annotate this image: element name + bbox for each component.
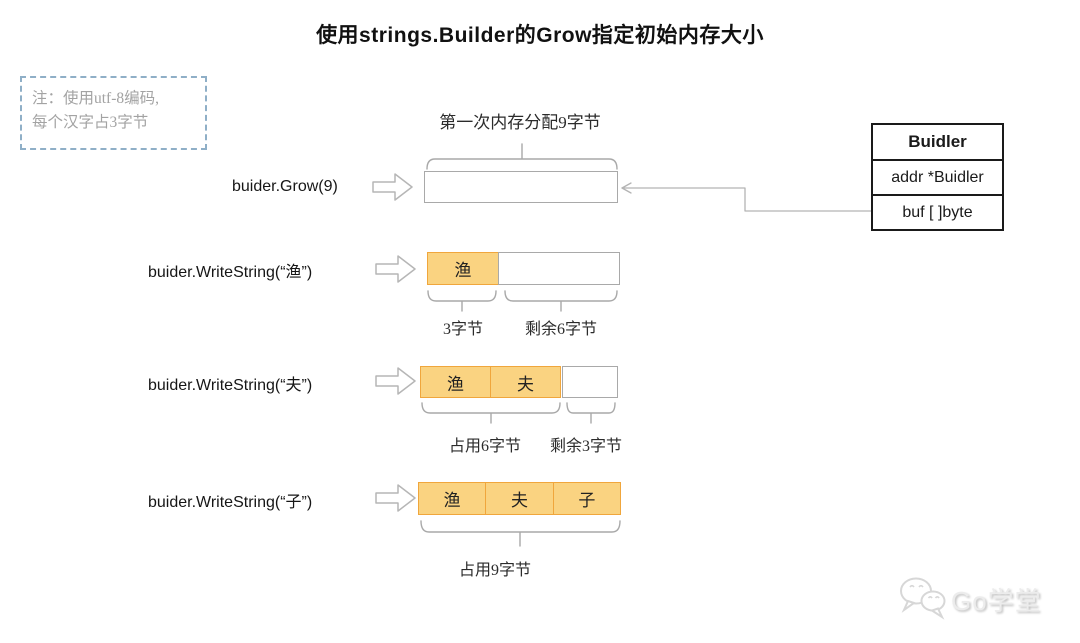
- byte-cell: 渔: [447, 374, 464, 394]
- struct-field-addr: addr *Buidler: [873, 159, 1002, 194]
- page-title: 使用strings.Builder的Grow指定初始内存大小: [316, 24, 764, 47]
- byte-cell: 渔: [443, 491, 461, 510]
- row3-free-cells: [562, 366, 618, 398]
- row4-used-cells: 渔 夫 子: [418, 482, 621, 515]
- row2-free-brace: [504, 290, 618, 312]
- note-box: 注：使用utf-8编码, 每个汉字占3字节: [20, 76, 207, 150]
- byte-cell: 夫: [490, 367, 560, 397]
- note-line-2: 每个汉字占3字节: [32, 114, 149, 132]
- watermark-label: Go学堂: [951, 586, 1042, 616]
- row1-code-label: buider.Grow(9): [232, 178, 338, 195]
- row3-code-label: buider.WriteString(“夫”): [148, 377, 313, 394]
- row1-empty-buffer: [424, 171, 618, 203]
- right-arrow-icon: [375, 367, 416, 395]
- row2-used-brace: [427, 290, 497, 312]
- row4-used-caption: 占用9字节: [458, 562, 531, 579]
- row4-code-label: buider.WriteString(“子”): [148, 494, 313, 511]
- row2-free-caption: 剩余6字节: [524, 321, 597, 338]
- row3-used-caption: 占用6字节: [448, 438, 521, 455]
- row2-code-label: buider.WriteString(“渔”): [148, 264, 313, 281]
- right-arrow-icon: [375, 255, 416, 283]
- row1-top-brace: [426, 143, 618, 170]
- byte-cell: 子: [552, 483, 620, 514]
- byte-cell: 夫: [485, 483, 552, 514]
- row4-used-brace: [420, 520, 621, 547]
- row3-used-cells: 渔 夫: [420, 366, 561, 398]
- row2-used-caption: 3字节: [442, 321, 483, 338]
- row2-used-cells: 渔: [427, 252, 499, 285]
- row3-free-caption: 剩余3字节: [549, 438, 622, 455]
- buf-pointer-arrow: [621, 182, 879, 212]
- builder-struct-box: Buidler addr *Buidler buf [ ]byte: [871, 123, 1004, 231]
- struct-field-buf: buf [ ]byte: [873, 194, 1002, 229]
- row1-caption-alloc: 第一次内存分配9字节: [439, 113, 601, 132]
- right-arrow-icon: [375, 484, 416, 512]
- row3-free-brace: [566, 402, 616, 424]
- row3-used-brace: [421, 402, 561, 424]
- byte-cell: 渔: [454, 261, 472, 280]
- row2-free-cells: [498, 252, 620, 285]
- wechat-icon: [900, 577, 946, 620]
- right-arrow-icon: [372, 173, 413, 201]
- note-line-1: 注：使用utf-8编码,: [32, 90, 160, 107]
- struct-title: Buidler: [908, 132, 967, 151]
